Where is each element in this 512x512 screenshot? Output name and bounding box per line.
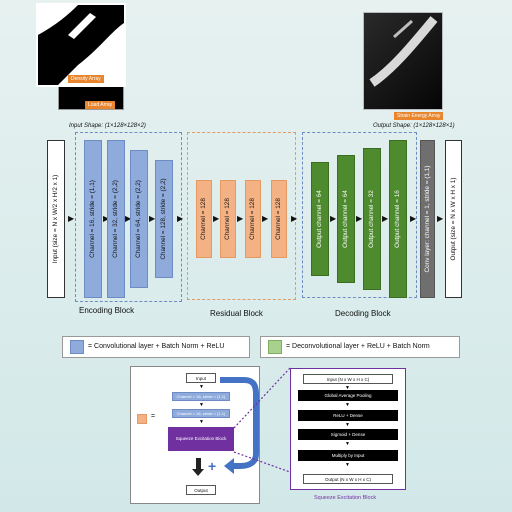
residual-input-box: Input (186, 373, 216, 383)
se-block-title: Squeeze Excitation Block (314, 495, 377, 501)
input-box: Input (size = N x W/2 x H/2 x 1) (47, 140, 65, 298)
plus-sign: + (208, 458, 217, 474)
arrow-right-icon: ▶ (149, 214, 156, 223)
se-block-box: Squeeze Excitation Block (168, 427, 234, 451)
arrow-right-icon: ▶ (125, 214, 132, 223)
encoding-layer-1-label: Channel = 16, stride = (1,1) (88, 180, 96, 258)
arrow-down-icon: ▼ (345, 422, 350, 428)
decoding-layer-4: Output channel = 16 (389, 140, 407, 298)
arrow-right-icon: ▶ (103, 215, 109, 223)
encoding-layer-2: Channel = 32, stride = (2,2) (107, 140, 125, 298)
residual-swatch (137, 414, 147, 424)
encoding-layer-4: Channel = 128, stride = (2,2) (155, 160, 173, 278)
arrow-right-icon: ▶ (330, 214, 337, 223)
legend-deconv-text: = Deconvolutional layer + ReLU + Batch N… (286, 343, 430, 350)
arrow-down-icon: ▼ (199, 384, 204, 390)
residual-panel (187, 132, 296, 300)
strain-energy-image: Strain Energy Array (363, 12, 444, 120)
conv-output-layer: Conv layer: channel = 1, stride = (1,1) (420, 140, 435, 298)
legend-deconv-swatch (268, 340, 282, 354)
strain-energy-tag: Strain Energy Array (394, 112, 444, 120)
density-array-image: Density Array (36, 3, 126, 87)
load-array-tag: Load Array (85, 101, 116, 109)
residual-layer-3-label: Channel = 128 (248, 198, 256, 240)
residual-conv-1: Channel = 16, stride = (1,1) (172, 392, 230, 401)
arrow-down-icon: ▼ (345, 441, 350, 447)
decoding-layer-4-label: Output channel = 16 (393, 190, 401, 248)
arrow-right-icon: ▶ (213, 214, 220, 223)
input-shape-label: Input Shape: (1×128×128×2) (69, 123, 146, 129)
residual-layer-2: Channel = 128 (220, 180, 236, 258)
residual-layer-1-label: Channel = 128 (199, 198, 207, 240)
arrow-right-icon: ▶ (68, 214, 75, 223)
decoding-layer-3-label: Output channel = 32 (367, 190, 375, 248)
encoding-block-label: Encoding Block (79, 306, 135, 315)
skip-connection-arrow (220, 377, 259, 474)
legend-conv: = Convolutional layer + Batch Norm + ReL… (62, 336, 250, 358)
input-box-label: Input (size = N x W/2 x H/2 x 1) (51, 174, 59, 264)
output-box-label: Output (size = N x W x H x 1) (449, 177, 457, 261)
decoding-panel (302, 132, 417, 298)
se-output-box: Output (N x W x H x C) (303, 474, 393, 484)
down-arrow-icon (196, 458, 201, 470)
residual-output-box: Output (186, 485, 216, 495)
legend-deconv: = Deconvolutional layer + ReLU + Batch N… (260, 336, 460, 358)
encoding-layer-3-label: Channel = 64, stride = (2,2) (134, 180, 142, 258)
down-arrow-head-icon (192, 469, 204, 476)
equals-sign: = (151, 413, 156, 420)
arrow-right-icon: ▶ (437, 214, 444, 223)
arrow-down-icon: ▼ (345, 385, 350, 391)
encoding-panel (75, 132, 182, 302)
residual-conv-2: Channel = 16, stride = (1,1) (172, 409, 230, 418)
arrow-right-icon: ▶ (291, 214, 298, 223)
encoding-layer-2-label: Channel = 32, stride = (2,2) (111, 180, 119, 258)
encoding-layer-3: Channel = 64, stride = (2,2) (130, 150, 148, 288)
se-step-4: Multiply by Input (298, 450, 398, 461)
arrow-down-icon: ▼ (199, 402, 204, 408)
output-box: Output (size = N x W x H x 1) (445, 140, 462, 298)
decoding-layer-1-label: Output channel = 64 (315, 190, 323, 248)
residual-block-label: Residual Block (210, 309, 263, 318)
arrow-right-icon: ▶ (382, 214, 389, 223)
decoding-layer-2-label: Output channel = 64 (341, 190, 349, 248)
strain-shape (369, 16, 438, 87)
arrow-down-icon: ▼ (345, 462, 350, 468)
decoding-layer-3: Output channel = 32 (363, 148, 381, 290)
encoding-layer-1: Channel = 16, stride = (1,1) (84, 140, 102, 298)
se-input-box: Input (N x W x H x C) (303, 374, 393, 384)
arrow-down-icon: ▼ (199, 419, 204, 425)
residual-layer-1: Channel = 128 (196, 180, 212, 258)
output-shape-label: Output Shape: (1×128×128×1) (373, 123, 455, 129)
encoding-layer-4-label: Channel = 128, stride = (2,2) (159, 178, 167, 260)
arrow-right-icon: ▶ (356, 214, 363, 223)
se-step-2: ReLU + Dense (298, 410, 398, 421)
decoding-layer-1: Output channel = 64 (311, 162, 329, 276)
arrow-right-icon: ▶ (237, 214, 244, 223)
density-array-tag: Density Array (68, 75, 104, 83)
residual-layer-4: Channel = 128 (271, 180, 287, 258)
se-step-1: Global Average Pooling (298, 390, 398, 401)
arrow-right-icon: ▶ (410, 214, 417, 223)
arrow-down-icon: ▼ (345, 402, 350, 408)
se-step-3: Sigmoid + Dense (298, 429, 398, 440)
arrow-right-icon: ▶ (262, 214, 269, 223)
connector-lines (233, 367, 291, 473)
residual-layer-2-label: Channel = 128 (223, 198, 231, 240)
conv-output-layer-label: Conv layer: channel = 1, stride = (1,1) (423, 165, 431, 273)
residual-layer-3: Channel = 128 (245, 180, 261, 258)
decoding-layer-2: Output channel = 64 (337, 155, 355, 283)
legend-conv-swatch (70, 340, 84, 354)
legend-conv-text: = Convolutional layer + Batch Norm + ReL… (88, 343, 225, 350)
density-shape (38, 5, 124, 85)
decoding-block-label: Decoding Block (335, 309, 391, 318)
residual-layer-4-label: Channel = 128 (274, 198, 282, 240)
arrow-right-icon: ▶ (177, 214, 184, 223)
